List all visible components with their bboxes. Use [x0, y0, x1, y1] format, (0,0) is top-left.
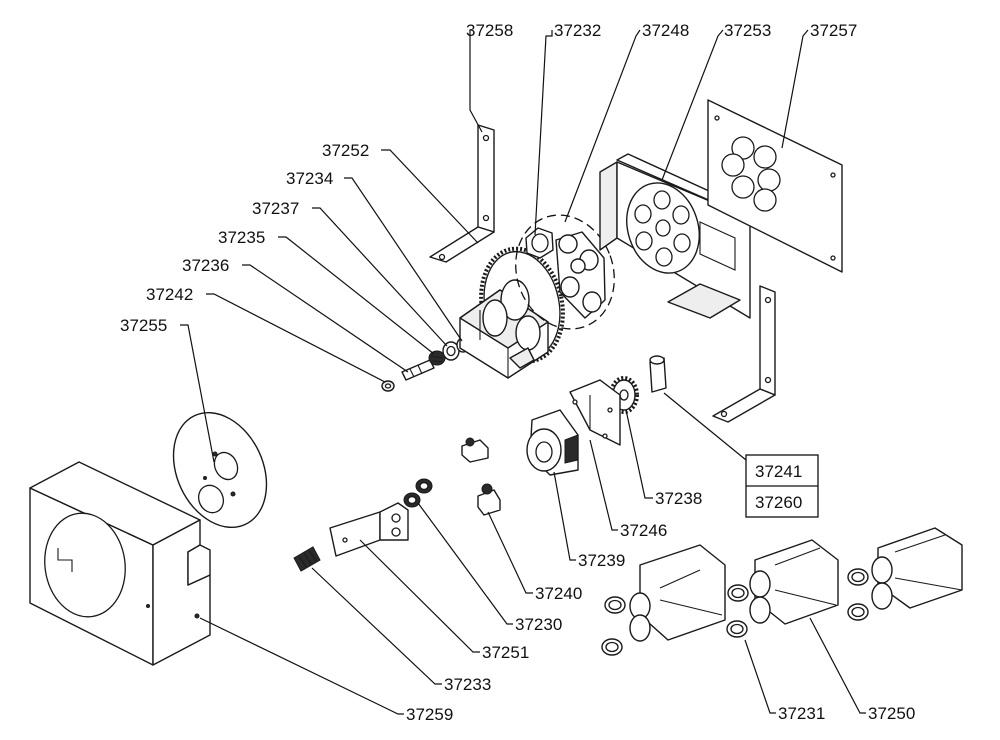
- leader-37253: [661, 29, 724, 181]
- part-37233-spring: [293, 546, 321, 572]
- part-37250-block-1: [629, 544, 726, 642]
- callout-37253: 37253: [724, 21, 771, 40]
- boxed-callout-37260: 37260: [755, 493, 802, 512]
- callout-37251: 37251: [482, 643, 529, 662]
- callout-37233: 37233: [444, 675, 491, 694]
- leader-37257: [781, 29, 809, 149]
- part-37230-fitting-1: [415, 478, 433, 494]
- leader-37235: [278, 236, 435, 355]
- part-37252-gear-assembly: [459, 246, 565, 379]
- leader-37232: [534, 30, 553, 236]
- part-37240-switch-lower: [477, 483, 501, 516]
- callout-37231: 37231: [778, 704, 825, 723]
- leader-37258: [469, 30, 483, 133]
- callout-37242: 37242: [146, 285, 193, 304]
- callout-labels: 37258 37232 37248 37253 37257 37252 3723…: [120, 21, 915, 724]
- part-37250-block-3: [871, 527, 963, 610]
- part-37250-block-2: [749, 539, 839, 625]
- callout-37255: 37255: [120, 316, 167, 335]
- part-37248-disc: [515, 214, 615, 330]
- leader-37238: [625, 409, 653, 499]
- callout-37230: 37230: [515, 615, 562, 634]
- callout-37259: 37259: [406, 705, 453, 724]
- callout-37238: 37238: [655, 489, 702, 508]
- leader-37250: [809, 617, 866, 714]
- part-37259-housing: [29, 461, 211, 666]
- leader-37242: [206, 293, 386, 383]
- part-right-bracket: [712, 285, 776, 423]
- leader-lines: [180, 29, 866, 715]
- leader-37259: [199, 617, 404, 715]
- part-37251-bracket: [329, 502, 409, 557]
- leader-37255: [180, 324, 215, 463]
- leader-37248: [564, 29, 641, 223]
- leader-37237: [312, 207, 448, 347]
- leader-37240: [487, 511, 533, 594]
- callout-37258: 37258: [466, 21, 513, 40]
- callout-37252: 37252: [322, 141, 369, 160]
- callout-37235: 37235: [218, 228, 265, 247]
- boxed-callout-table: 37241 37260: [745, 454, 819, 518]
- callout-37237: 37237: [252, 199, 299, 218]
- leader-37233: [311, 567, 442, 685]
- boxed-callout-37241: 37241: [755, 462, 802, 481]
- callout-37234: 37234: [286, 169, 333, 188]
- part-37235-spring: [428, 350, 446, 366]
- callout-37250: 37250: [868, 704, 915, 723]
- leader-37251: [359, 539, 480, 653]
- leader-37252: [381, 149, 479, 244]
- part-37241-spacer: [649, 355, 667, 393]
- callout-37240: 37240: [535, 584, 582, 603]
- part-37231-clamps: [601, 568, 869, 656]
- part-37236-shaft: [401, 359, 435, 381]
- part-37258-bracket: [429, 124, 495, 263]
- part-37239-motor: [526, 409, 579, 476]
- part-37240-switch-upper: [461, 437, 489, 463]
- leader-37231: [744, 639, 776, 714]
- callout-37236: 37236: [182, 256, 229, 275]
- part-37257-gasket: [707, 99, 843, 273]
- leader-37236: [242, 264, 409, 373]
- callout-37248: 37248: [642, 21, 689, 40]
- part-37246-motor-bracket: [569, 379, 621, 446]
- callout-37232: 37232: [554, 21, 601, 40]
- part-37232-ring: [525, 227, 554, 259]
- part-37242-nut: [381, 380, 395, 392]
- callout-37239: 37239: [578, 551, 625, 570]
- leader-37230: [417, 502, 513, 625]
- leader-37241: [663, 392, 747, 461]
- part-37230-fitting-2: [403, 492, 421, 508]
- leader-37239: [553, 471, 576, 561]
- callout-37246: 37246: [620, 521, 667, 540]
- part-37255-plate: [172, 411, 268, 529]
- leader-37234: [344, 177, 463, 342]
- leader-37246: [589, 439, 618, 531]
- callout-37257: 37257: [810, 21, 857, 40]
